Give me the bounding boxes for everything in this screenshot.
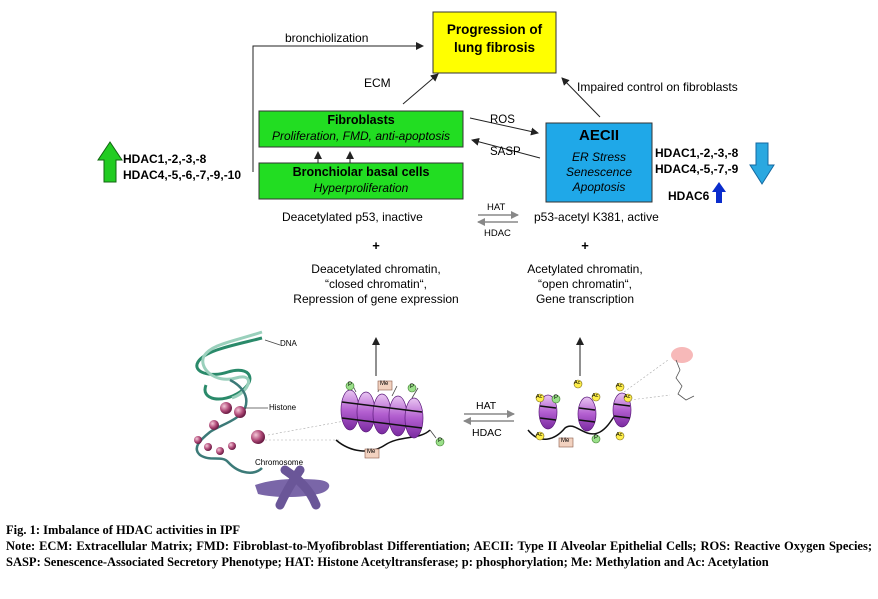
p-tag-5: P (594, 435, 599, 441)
basal-cells-subtitle: Hyperproliferation (313, 181, 409, 195)
right-p53-state: p53-acetyl K381, active (534, 210, 659, 224)
ros-label: ROS (490, 114, 515, 126)
aecii-line-2: Senescence (565, 165, 633, 179)
dna-label: DNA (280, 339, 297, 348)
left-hdac-line-1: HDAC1,-2,-3,-8 (123, 152, 207, 166)
progression-line-2: lung fibrosis (454, 40, 535, 55)
impaired-control-label: Impaired control on fibroblasts (577, 80, 738, 94)
sasp-arrow (471, 137, 541, 159)
figure-caption-title: Fig. 1: Imbalance of HDAC activities in … (6, 523, 241, 537)
right-chromatin-line-1: Acetylated chromatin, (527, 262, 643, 276)
p-tag-1: P (348, 382, 353, 388)
right-chromatin-line-3: Gene transcription (535, 292, 635, 306)
left-p53-state: Deacetylated p53, inactive (282, 210, 423, 224)
ac-tag-7: Ac (616, 432, 623, 438)
ac-tag-6: Ac (624, 394, 631, 400)
hat-label-lower: HAT (476, 400, 497, 412)
chromosome-label: Chromosome (255, 458, 304, 467)
fibroblasts-title: Fibroblasts (327, 113, 395, 127)
dna-illustration (194, 330, 351, 510)
fibroblasts-subtitle: Proliferation, FMD, anti-apoptosis (271, 129, 451, 143)
diagram-canvas (97, 11, 775, 510)
right-hdac-line-2: HDAC4,-5,-7,-9 (655, 162, 739, 176)
p-tag-4: P (554, 395, 559, 401)
hdac-label-upper: HDAC (484, 228, 511, 239)
ros-arrow (469, 117, 539, 136)
histone-label: Histone (269, 403, 297, 412)
right-hdac-line-1: HDAC1,-2,-3,-8 (655, 146, 739, 160)
left-hdac-line-2: HDAC4,-5,-6,-7,-9,-10 (123, 168, 242, 182)
aecii-box (545, 122, 653, 203)
aecii-title: AECII (578, 127, 619, 144)
me-tag-1: Me (380, 381, 389, 387)
p-tag-3: P (438, 438, 443, 444)
bronchiolization-arrow (252, 42, 424, 172)
open-chromatin-illustration (527, 347, 695, 448)
right-chromatin-line-2: “open chromatin“, (537, 277, 633, 291)
hat-label-upper: HAT (487, 202, 506, 213)
aecii-line-3: Apoptosis (572, 180, 626, 194)
impaired-control-arrow (561, 77, 601, 118)
hdac-down-arrow-icon (749, 142, 775, 185)
left-chromatin-line-3: Repression of gene expression (293, 292, 459, 306)
me-tag-3: Me (561, 438, 570, 444)
closed-chromatin-illustration (335, 380, 445, 459)
ac-tag-5: Ac (616, 383, 623, 389)
ac-tag-2: Ac (536, 432, 543, 438)
hdac-label-lower: HDAC (472, 427, 502, 439)
hdac6-up-arrow-icon (712, 182, 726, 203)
basal-cells-box (258, 162, 464, 200)
ac-tag-3: Ac (574, 380, 581, 386)
ac-tag-1: Ac (536, 394, 543, 400)
left-chromatin-line-1: Deacetylated chromatin, (311, 262, 441, 276)
ac-tag-4: Ac (592, 393, 599, 399)
me-tag-2: Me (367, 449, 376, 455)
hdac-up-arrow-icon (97, 141, 123, 183)
ecm-label: ECM (364, 76, 391, 90)
left-chromatin-line-2: “closed chromatin“, (324, 277, 428, 291)
figure-caption-note: Note: ECM: Extracellular Matrix; FMD: Fi… (6, 539, 872, 569)
sasp-label: SASP (490, 146, 521, 158)
bronchiolization-label: bronchiolization (285, 31, 369, 45)
progression-box (432, 11, 557, 74)
progression-line-1: Progression of (446, 22, 543, 37)
left-plus: + (372, 238, 380, 253)
ecm-arrow (402, 73, 439, 105)
p-tag-2: P (410, 384, 415, 390)
aecii-line-1: ER Stress (571, 150, 626, 164)
fibroblasts-box (258, 110, 464, 148)
right-plus: + (581, 238, 589, 253)
basal-cells-title: Bronchiolar basal cells (292, 165, 430, 179)
hdac6-label: HDAC6 (668, 189, 710, 203)
